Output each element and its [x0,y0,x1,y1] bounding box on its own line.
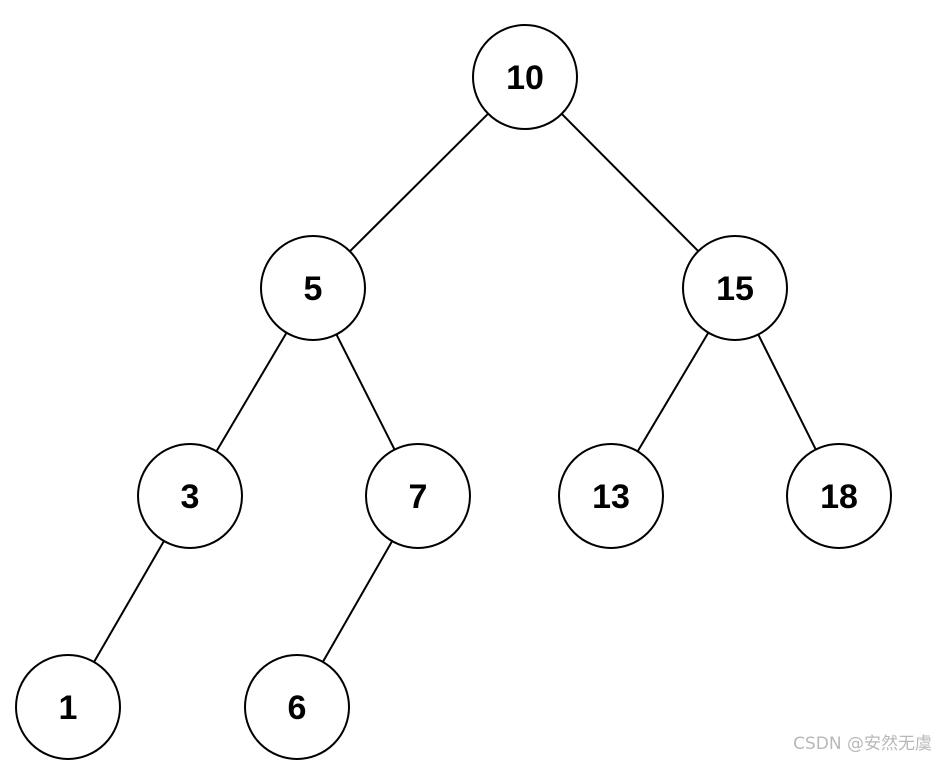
node-circle [682,235,788,341]
watermark: CSDN @安然无虞 [793,734,932,754]
nodes-layer: 10 5 15 3 7 13 18 1 6 [15,24,892,760]
node-label: 1 [59,689,78,727]
edge-n10-n15 [560,113,700,252]
tree-node-n6: 6 [244,654,350,760]
edge-n15-n13 [636,332,710,452]
edge-n5-n7 [335,333,396,451]
edge-n10-n5 [349,112,489,253]
edge-n7-n6 [322,540,393,663]
node-label: 13 [592,478,630,516]
node-label: 3 [181,478,200,516]
tree-node-n7: 7 [365,443,471,549]
node-circle [365,443,471,549]
tree-node-n5: 5 [260,235,366,341]
node-label: 7 [409,478,428,516]
node-label: 10 [506,59,544,97]
edge-n5-n3 [215,332,288,452]
tree-node-n18: 18 [786,443,892,549]
tree-node-n10: 10 [472,24,578,130]
edge-n15-n18 [757,334,817,450]
tree-node-n15: 15 [682,235,788,341]
node-circle [786,443,892,549]
node-circle [558,443,664,549]
node-label: 18 [820,478,858,516]
tree-node-n1: 1 [15,654,121,760]
node-label: 6 [288,689,307,727]
node-circle [15,654,121,760]
node-circle [260,235,366,341]
node-label: 5 [304,270,323,308]
tree-node-n3: 3 [137,443,243,549]
node-label: 15 [716,270,754,308]
tree-node-n13: 13 [558,443,664,549]
node-circle [244,654,350,760]
node-circle [472,24,578,130]
edge-n3-n1 [93,540,165,663]
node-circle [137,443,243,549]
edges-layer [93,112,817,663]
